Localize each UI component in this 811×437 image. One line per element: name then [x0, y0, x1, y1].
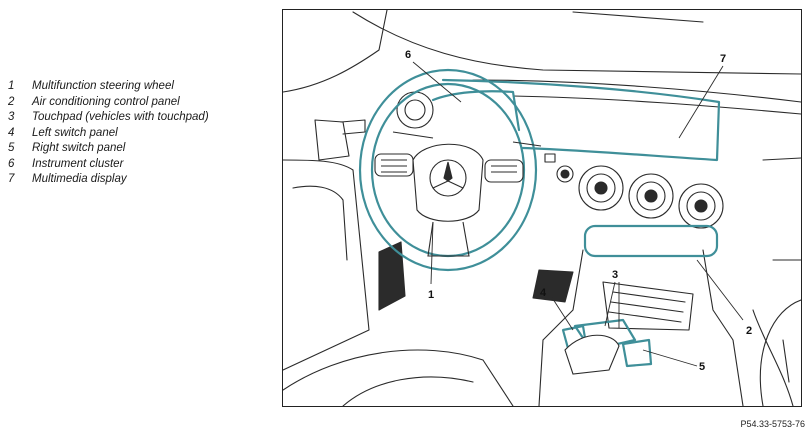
legend-number: 7 [8, 173, 15, 185]
legend-number: 1 [8, 80, 15, 92]
callout-number: 7 [720, 53, 726, 65]
multimedia-display-outline [441, 78, 721, 162]
cockpit-illustration: 6 7 1 2 3 4 5 [282, 9, 802, 407]
legend-label: Right switch panel [32, 142, 126, 154]
steering-wheel-outline [358, 68, 538, 272]
legend-item: 6 Instrument cluster [8, 157, 209, 173]
dashboard-linework [283, 10, 801, 406]
legend-item: 3 Touchpad (vehicles with touchpad) [8, 110, 209, 126]
legend-label: Multimedia display [32, 173, 127, 185]
touchpad-hand-rest [564, 334, 620, 375]
legend-number: 5 [8, 142, 15, 154]
highlighted-components [358, 68, 721, 368]
legend-item: 1 Multifunction steering wheel [8, 79, 209, 95]
legend-item: 2 Air conditioning control panel [8, 95, 209, 111]
legend-item: 4 Left switch panel [8, 126, 209, 142]
legend-label: Air conditioning control panel [32, 95, 180, 108]
air-conditioning-panel-outline [583, 224, 719, 258]
instrument-cluster-outline [431, 90, 521, 132]
callout-number: 4 [540, 287, 547, 299]
legend-label: Touchpad (vehicles with touchpad) [32, 111, 209, 123]
callout-leaders [412, 61, 744, 367]
callout-numbers: 6 7 1 2 3 4 5 [405, 49, 752, 373]
right-switch-panel-outline [621, 338, 653, 368]
steering-wheel-details [374, 131, 542, 257]
callout-number: 2 [746, 325, 752, 337]
callout-number: 1 [428, 289, 434, 301]
legend-number: 2 [8, 95, 15, 108]
legend-label: Instrument cluster [32, 157, 124, 170]
legend-item: 5 Right switch panel [8, 141, 209, 157]
component-legend: 1 Multifunction steering wheel 2 Air condi… [8, 79, 209, 188]
callout-number: 3 [612, 269, 618, 281]
legend-item: 7 Multimedia display [8, 172, 209, 188]
legend-number: 4 [8, 126, 15, 139]
legend-label: Left switch panel [32, 126, 118, 139]
callout-number: 5 [699, 361, 705, 373]
callout-number: 6 [405, 49, 411, 61]
cockpit-drawing: 6 7 1 2 3 4 5 [283, 10, 801, 406]
legend-number: 6 [8, 157, 15, 170]
legend-number: 3 [8, 111, 15, 123]
figure-reference: P54.33-5753-76 [740, 419, 805, 429]
legend-label: Multifunction steering wheel [32, 80, 174, 92]
